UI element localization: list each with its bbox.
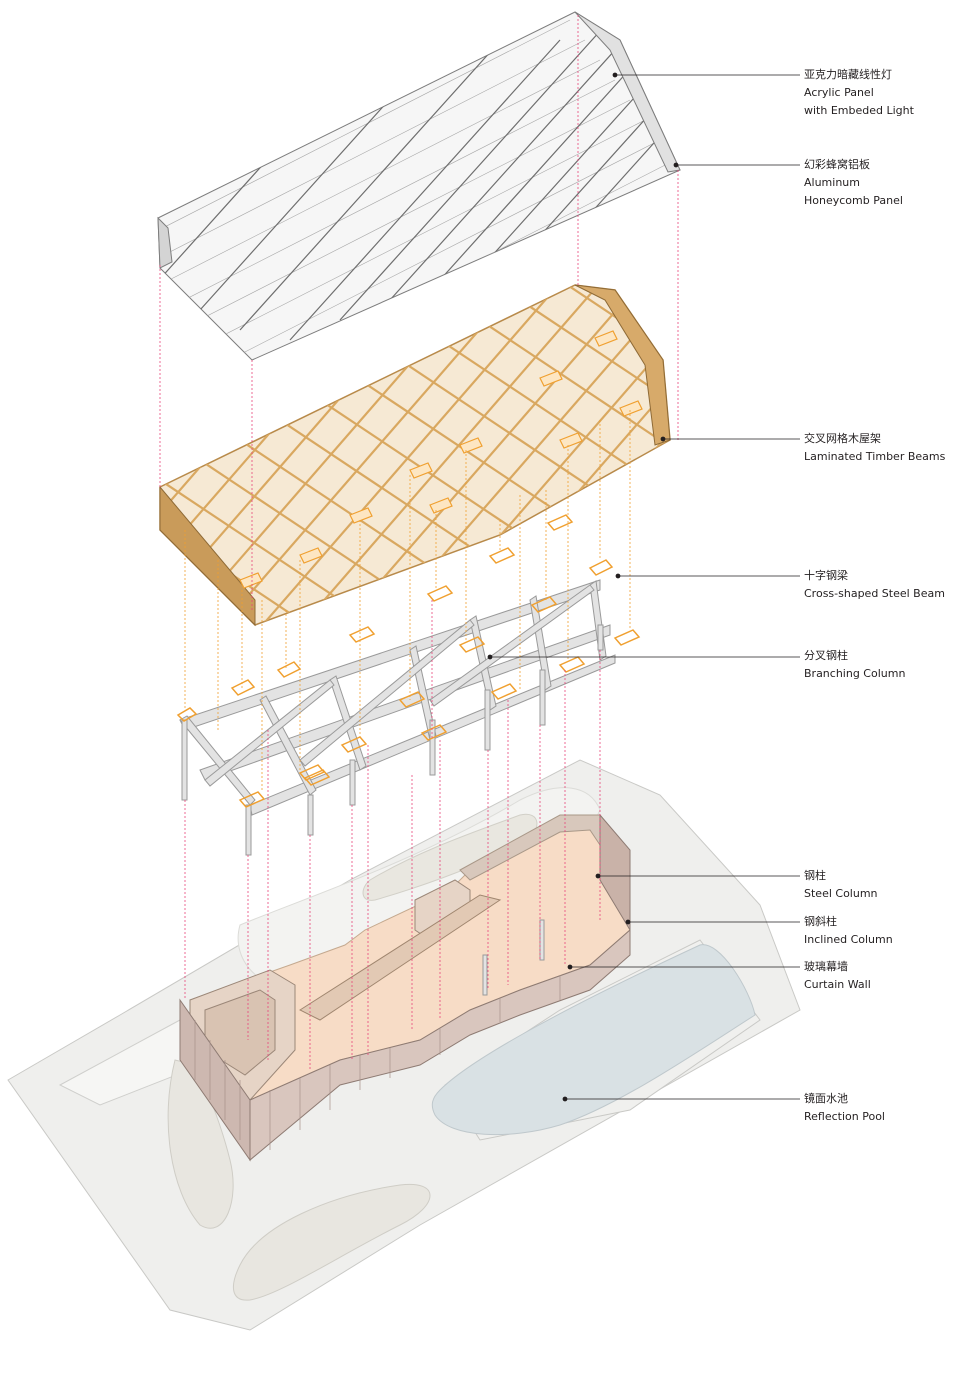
label-en: Acrylic Panel bbox=[804, 86, 874, 99]
label-en: Aluminum bbox=[804, 176, 860, 189]
label-en: Honeycomb Panel bbox=[804, 194, 903, 207]
label-en: with Embeded Light bbox=[804, 104, 914, 117]
timber-roof bbox=[159, 284, 671, 627]
label-en: Steel Column bbox=[804, 887, 878, 900]
label-zh: 玻璃幕墙 bbox=[804, 960, 848, 973]
label-en: Branching Column bbox=[804, 667, 906, 680]
label-en: Reflection Pool bbox=[804, 1110, 885, 1123]
label-zh: 分叉钢柱 bbox=[804, 649, 848, 662]
label-zh: 钢斜柱 bbox=[804, 915, 837, 928]
label-zh: 幻彩蜂窝铝板 bbox=[804, 158, 870, 171]
leader-lines bbox=[487, 72, 800, 1102]
label-acrylic-panel: 亚克力暗藏线性灯 Acrylic Panel with Embeded Ligh… bbox=[804, 66, 914, 120]
planting-bed bbox=[232, 1183, 431, 1301]
label-en: Laminated Timber Beams bbox=[804, 450, 946, 463]
label-en: Cross-shaped Steel Beam bbox=[804, 587, 945, 600]
label-cross-shaped-steel-beam: 十字钢梁 Cross-shaped Steel Beam bbox=[804, 567, 945, 603]
label-zh: 亚克力暗藏线性灯 bbox=[804, 68, 892, 81]
label-zh: 交叉网格木屋架 bbox=[804, 432, 881, 445]
timber-to-steel-lines bbox=[184, 410, 631, 790]
label-zh: 镜面水池 bbox=[804, 1092, 848, 1105]
label-zh: 十字钢梁 bbox=[804, 569, 848, 582]
label-en: Inclined Column bbox=[804, 933, 893, 946]
curtain-wall-mullions bbox=[194, 975, 561, 1150]
label-laminated-timber-beams: 交叉网格木屋架 Laminated Timber Beams bbox=[804, 430, 945, 466]
projection-lines bbox=[159, 15, 679, 1070]
label-inclined-column: 钢斜柱 Inclined Column bbox=[804, 913, 893, 949]
steel-connectors bbox=[176, 514, 641, 808]
label-aluminum-honeycomb-panel: 幻彩蜂窝铝板 Aluminum Honeycomb Panel bbox=[804, 156, 903, 210]
building-base bbox=[179, 813, 631, 1162]
label-en: Curtain Wall bbox=[804, 978, 871, 991]
label-steel-column: 钢柱 Steel Column bbox=[804, 867, 878, 903]
label-reflection-pool: 镜面水池 Reflection Pool bbox=[804, 1090, 885, 1126]
reflection-pool bbox=[431, 939, 761, 1141]
label-branching-column: 分叉钢柱 Branching Column bbox=[804, 647, 905, 683]
label-zh: 钢柱 bbox=[804, 869, 826, 882]
steel-frame bbox=[179, 579, 616, 996]
label-curtain-wall: 玻璃幕墙 Curtain Wall bbox=[804, 958, 871, 994]
